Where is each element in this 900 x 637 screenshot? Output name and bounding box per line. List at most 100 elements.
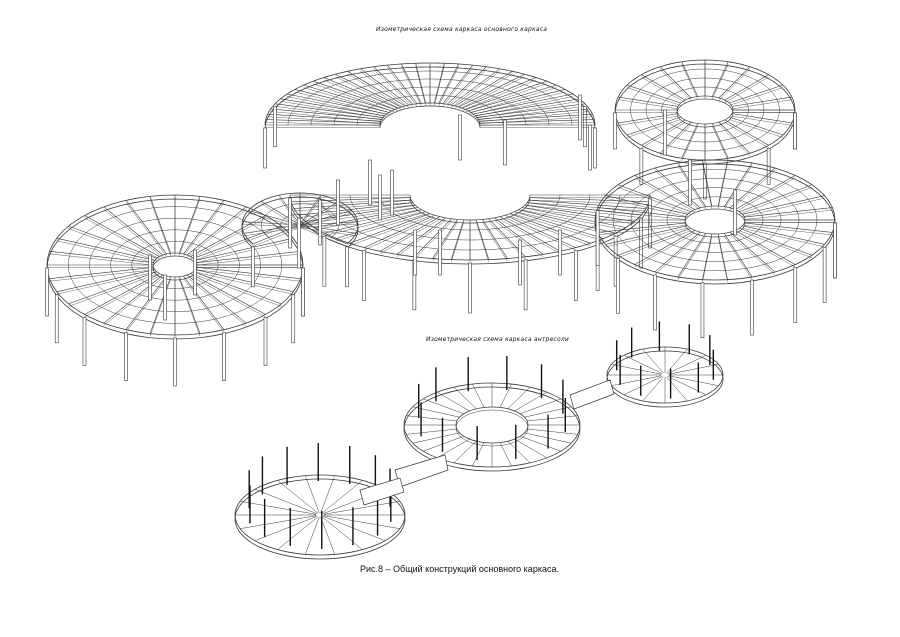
- interior-column: [558, 229, 562, 276]
- left-lobe-radial-beam: [187, 277, 247, 326]
- central-band-radial-beam: [336, 214, 426, 242]
- upper-centre-radial-beam: [475, 98, 580, 116]
- mezz-centre-ring-joist: [406, 415, 457, 422]
- right-lower-lobe-radial-beam: [654, 231, 701, 273]
- right-lower-lobe: [594, 159, 837, 338]
- right-upper-lobe-radial-beam: [618, 96, 679, 107]
- central-band-radial-beam: [527, 205, 642, 218]
- interior-column: [438, 229, 442, 276]
- central-band-radial-beam: [528, 199, 647, 209]
- central-band-radial-beam: [432, 219, 458, 259]
- left-lobe-radial-beam: [125, 202, 167, 257]
- central-band-radial-beam: [314, 207, 419, 228]
- left-lobe-radial-beam: [187, 274, 247, 324]
- central-band-column: [523, 259, 528, 311]
- right-upper-lobe-column: [613, 112, 617, 150]
- central-band-radial-beam: [349, 213, 430, 244]
- left-lobe-radial-beam: [179, 196, 201, 254]
- central-band-column: [639, 217, 643, 269]
- upper-centre-radial-beam: [442, 64, 473, 104]
- right-upper-lobe-radial-beam: [732, 115, 792, 126]
- interior-column: [193, 249, 197, 296]
- main-interior-columns: [148, 94, 737, 321]
- right-lower-lobe-radial-beam: [634, 177, 696, 213]
- left-lobe-column: [124, 332, 128, 381]
- upper-centre-radial-beam: [473, 93, 573, 115]
- left-link-radial-beam: [253, 227, 301, 247]
- central-band-radial-beam: [324, 212, 422, 236]
- upper-centre-column: [593, 127, 597, 169]
- right-upper-lobe-radial-beam: [718, 124, 751, 156]
- left-lobe-radial-beam: [195, 237, 294, 261]
- mezz-centre-ring-joist: [423, 435, 464, 452]
- upper-centre-radial-beam: [387, 67, 418, 107]
- right-upper-lobe-radial-beam: [729, 119, 784, 138]
- right-lower-lobe-column: [616, 257, 620, 314]
- right-lower-lobe-radial-beam: [744, 225, 833, 236]
- upper-centre-radial-beam: [287, 93, 387, 115]
- right-upper-lobe-radial-beam: [712, 125, 729, 161]
- right-lower-lobe-radial-beam: [724, 162, 753, 207]
- central-band-radial-beam: [476, 222, 490, 263]
- right-upper-lobe-radial-beam: [724, 76, 769, 103]
- right-lower-lobe-radial-beam: [617, 230, 691, 258]
- mezz-right-lobe-joist: [667, 376, 707, 396]
- left-lobe-radial-beam: [49, 251, 154, 263]
- right-lower-lobe-radial-beam: [742, 227, 825, 248]
- left-link-column: [251, 246, 255, 288]
- upper-centre-radial-beam: [451, 71, 500, 108]
- central-band-radial-beam: [518, 209, 616, 234]
- mezz-bridge: [569, 379, 615, 410]
- left-lobe-radial-beam: [196, 267, 301, 279]
- mezz-centre-ring-joist: [527, 415, 578, 422]
- mezz-centre-ring-joist: [437, 391, 470, 412]
- upper-centre-radial-beam: [323, 77, 398, 109]
- central-band-radial-beam: [364, 214, 435, 248]
- mezz-left-lobe-slab-edge: [234, 478, 406, 560]
- interior-column: [163, 274, 167, 321]
- right-lower-lobe-radial-beam: [729, 167, 776, 209]
- right-upper-lobe-radial-beam: [724, 122, 769, 149]
- right-lower-lobe-radial-beam: [677, 233, 706, 278]
- mezz-left-lobe: [234, 443, 406, 560]
- central-band-radial-beam: [324, 209, 422, 234]
- central-band-radial-beam: [298, 202, 413, 216]
- left-lobe-radial-beam: [56, 271, 155, 295]
- interior-column: [688, 159, 692, 206]
- interior-column: [390, 169, 394, 216]
- right-upper-lobe-radial-beam: [724, 119, 769, 146]
- upper-centre-radial-beam: [438, 66, 459, 106]
- mezz-right-lobe: [606, 321, 724, 408]
- mezz-left-lobe-joist: [320, 475, 335, 514]
- mezz-left-lobe-joist: [305, 475, 320, 514]
- mezz-centre-ring-joist: [437, 438, 470, 459]
- right-lower-lobe-column: [793, 267, 798, 323]
- right-lower-lobe-radial-beam: [677, 162, 706, 207]
- right-upper-lobe-radial-beam: [681, 61, 699, 97]
- left-lobe-radial-beam: [125, 275, 167, 330]
- upper-centre-radial-beam: [434, 65, 445, 106]
- right-upper-lobe-radial-beam: [729, 116, 784, 136]
- upper-centre-radial-beam: [373, 66, 414, 105]
- upper-centre-radial-beam: [415, 65, 426, 106]
- central-band-radial-beam: [482, 219, 508, 259]
- mezz-left-lobe-joist: [240, 501, 317, 515]
- right-lower-lobe-radial-beam: [724, 235, 753, 280]
- right-upper-lobe-radial-beam: [626, 116, 681, 136]
- left-lobe-radial-beam: [196, 253, 301, 266]
- upper-centre-radial-beam: [280, 98, 385, 116]
- interior-column: [148, 254, 152, 301]
- right-lower-lobe-radial-beam: [597, 222, 686, 233]
- left-link-radial-beam: [261, 203, 301, 228]
- upper-centre-radial-beam: [294, 91, 390, 116]
- mezz-right-lobe-joist: [668, 364, 719, 375]
- central-band-radial-beam: [514, 211, 604, 239]
- right-lower-lobe-radial-beam: [717, 233, 728, 280]
- right-lower-lobe-radial-beam: [597, 209, 686, 220]
- left-lobe-column: [301, 267, 305, 317]
- central-band-radial-beam: [505, 217, 576, 251]
- upper-centre-radial-beam: [478, 108, 590, 120]
- left-lobe: [45, 194, 305, 387]
- mezz-centre-ring-joist: [423, 398, 464, 415]
